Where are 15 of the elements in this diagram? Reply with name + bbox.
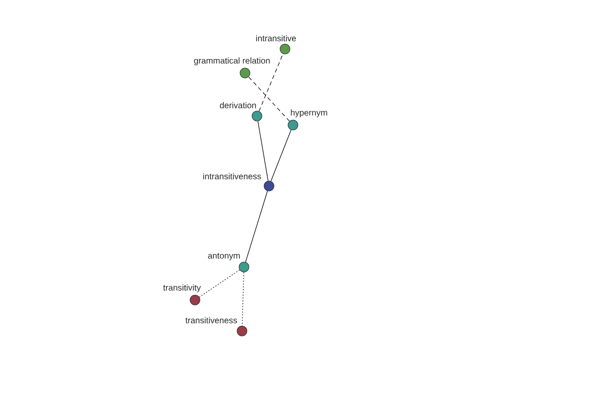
connector-line	[258, 120, 268, 182]
node-label: intransitive	[256, 35, 296, 42]
node-label: hypernym	[290, 109, 328, 118]
connector-line	[270, 130, 292, 182]
connector-line	[258, 54, 284, 112]
connector-line	[242, 272, 244, 326]
node-label: antonym	[208, 253, 240, 260]
node-label: transitivity	[163, 284, 201, 292]
connector-line	[245, 190, 268, 262]
node-label: derivation	[220, 102, 256, 108]
connector-line	[199, 270, 240, 298]
node-label: intransitiveness	[203, 173, 261, 180]
node-label: grammatical relation	[194, 57, 270, 66]
node-label: transitiveness	[185, 317, 237, 324]
connector-line	[248, 76, 290, 122]
